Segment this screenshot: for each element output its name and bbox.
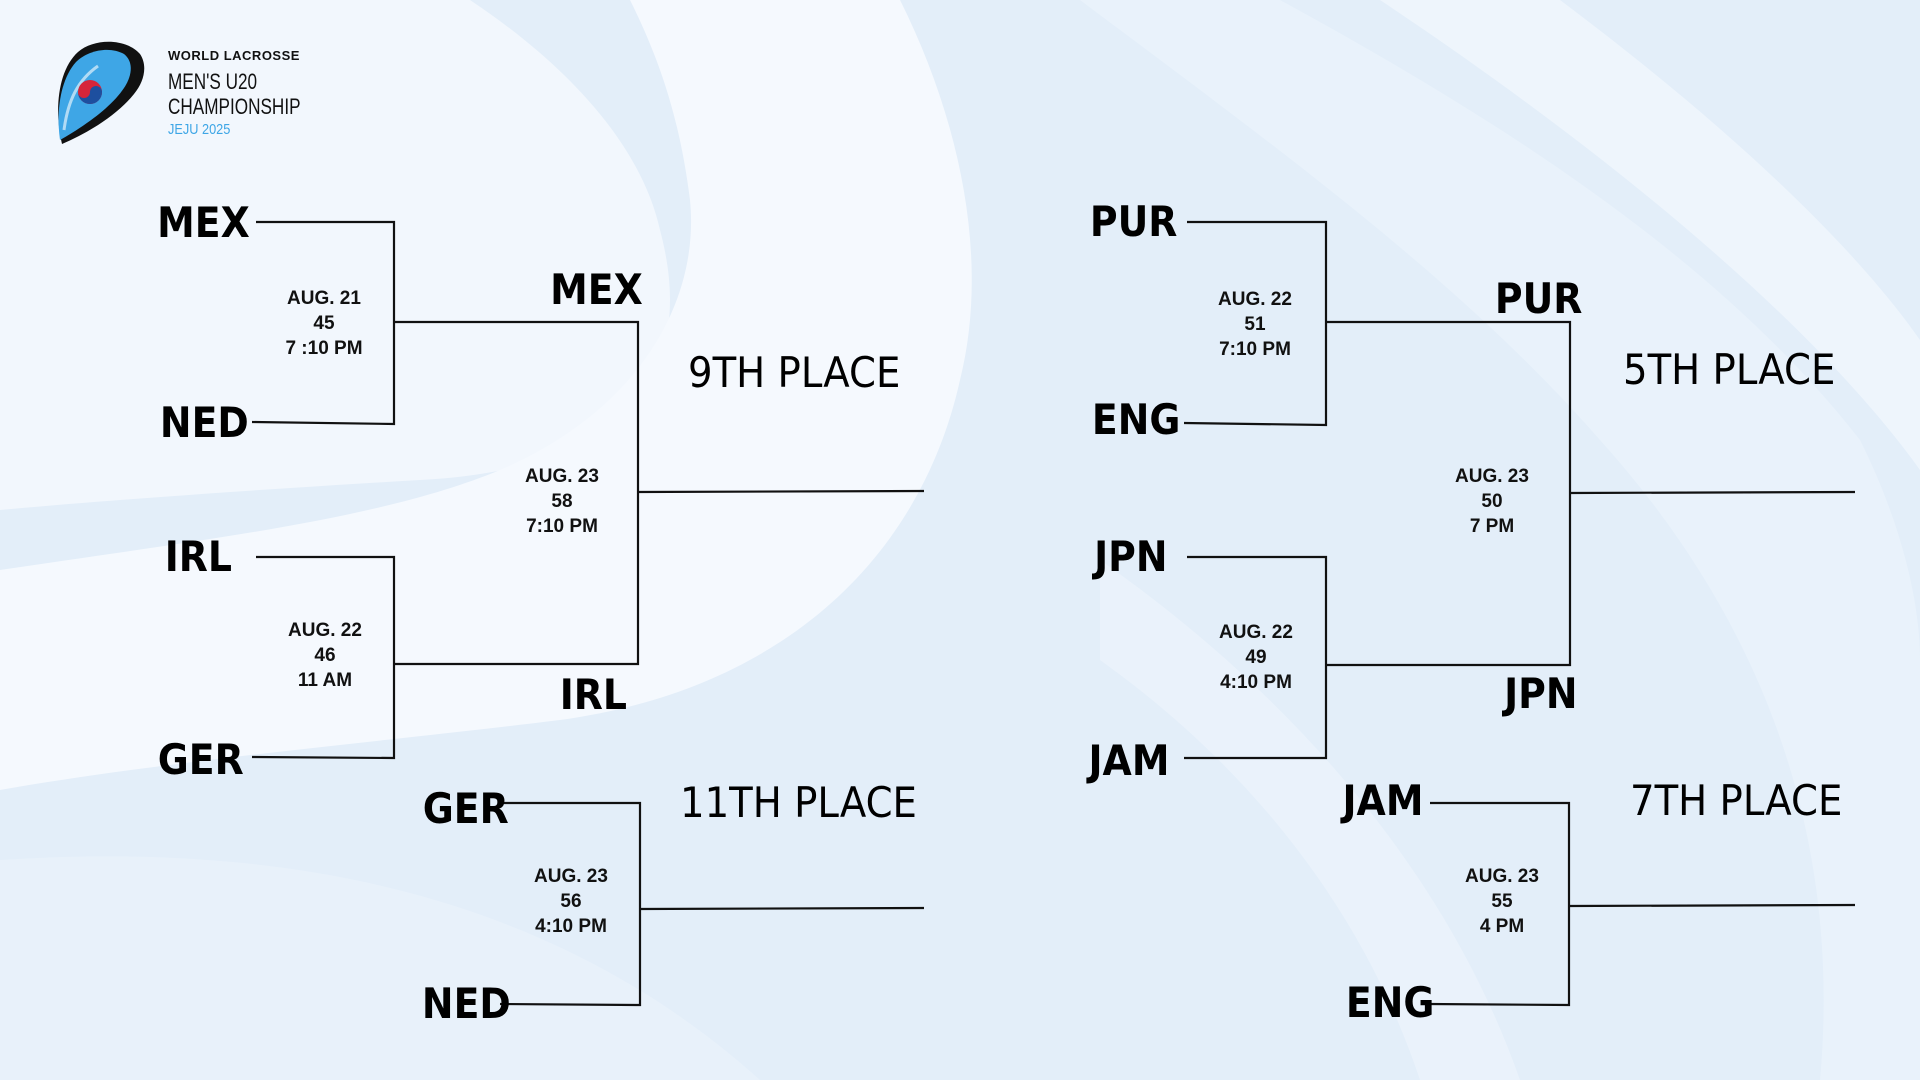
team-irl-advancing: IRL bbox=[559, 670, 627, 719]
game-50-number: 50 bbox=[1481, 491, 1503, 512]
team-jpn-advancing: JPN bbox=[1504, 669, 1578, 718]
game-45-time: 7 :10 PM bbox=[285, 338, 363, 359]
bracket-line-final-5 bbox=[1569, 490, 1856, 495]
team-ger-11th: GER bbox=[422, 784, 509, 833]
place-5th: 5TH PLACE bbox=[1623, 345, 1836, 394]
game-49-info: AUG. 22 49 4:10 PM bbox=[1186, 620, 1326, 695]
team-irl: IRL bbox=[164, 532, 232, 581]
game-45-date: AUG. 21 bbox=[287, 288, 361, 309]
bracket-line-final-9 bbox=[637, 489, 925, 494]
game-55-date: AUG. 23 bbox=[1465, 866, 1539, 887]
team-mex: MEX bbox=[157, 198, 250, 247]
game-45-number: 45 bbox=[313, 313, 335, 334]
game-46-info: AUG. 22 46 11 AM bbox=[255, 618, 395, 693]
team-jam-7th: JAM bbox=[1342, 776, 1424, 825]
game-55-time: 4 PM bbox=[1479, 916, 1525, 937]
championship-logo bbox=[58, 41, 145, 145]
logo-org: WORLD LACROSSE bbox=[168, 48, 300, 63]
logo-line2: CHAMPIONSHIP bbox=[168, 94, 301, 119]
game-50-date: AUG. 23 bbox=[1455, 466, 1529, 487]
game-46-date: AUG. 22 bbox=[288, 620, 362, 641]
team-pur-advancing: PUR bbox=[1494, 274, 1583, 323]
game-56-info: AUG. 23 56 4:10 PM bbox=[501, 864, 641, 939]
game-51-date: AUG. 22 bbox=[1218, 289, 1292, 310]
game-51-time: 7:10 PM bbox=[1219, 339, 1291, 360]
team-jam: JAM bbox=[1088, 736, 1170, 785]
game-55-info: AUG. 23 55 4 PM bbox=[1432, 864, 1572, 939]
bracket-line-11th bbox=[499, 801, 642, 1007]
team-pur: PUR bbox=[1089, 197, 1178, 246]
game-58-date: AUG. 23 bbox=[525, 466, 599, 487]
logo-wordmark: WORLD LACROSSE MEN'S U20 CHAMPIONSHIP JE… bbox=[168, 48, 338, 138]
team-eng: ENG bbox=[1091, 395, 1181, 444]
team-ned: NED bbox=[159, 398, 249, 447]
team-eng-7th: ENG bbox=[1345, 978, 1435, 1027]
game-49-time: 4:10 PM bbox=[1220, 672, 1292, 693]
bracket-line-7th bbox=[1427, 801, 1571, 1007]
game-58-time: 7:10 PM bbox=[526, 516, 598, 537]
game-58-info: AUG. 23 58 7:10 PM bbox=[492, 464, 632, 539]
game-55-number: 55 bbox=[1491, 891, 1513, 912]
bracket-line-final-11 bbox=[639, 906, 925, 911]
team-ned-11th: NED bbox=[421, 979, 511, 1028]
game-56-date: AUG. 23 bbox=[534, 866, 608, 887]
game-50-info: AUG. 23 50 7 PM bbox=[1422, 464, 1562, 539]
place-11th: 11TH PLACE bbox=[680, 778, 917, 827]
place-9th: 9TH PLACE bbox=[688, 348, 901, 397]
place-7th: 7TH PLACE bbox=[1630, 776, 1843, 825]
team-ger: GER bbox=[157, 735, 244, 784]
game-46-time: 11 AM bbox=[297, 670, 353, 691]
game-49-date: AUG. 22 bbox=[1219, 622, 1293, 643]
game-50-time: 7 PM bbox=[1469, 516, 1515, 537]
bracket-line-pur-eng bbox=[1183, 220, 1328, 427]
game-58-number: 58 bbox=[551, 491, 573, 512]
bracket-line-semi-left-9 bbox=[394, 320, 640, 666]
bracket-line-irl-ger bbox=[251, 555, 396, 760]
game-51-number: 51 bbox=[1244, 314, 1266, 335]
bracket-line-semi-5 bbox=[1326, 320, 1572, 667]
game-51-info: AUG. 22 51 7:10 PM bbox=[1185, 287, 1325, 362]
game-56-time: 4:10 PM bbox=[535, 916, 607, 937]
team-jpn: JPN bbox=[1094, 532, 1168, 581]
game-49-number: 49 bbox=[1245, 647, 1267, 668]
game-56-number: 56 bbox=[560, 891, 582, 912]
game-46-number: 46 bbox=[314, 645, 336, 666]
game-45-info: AUG. 21 45 7 :10 PM bbox=[254, 286, 394, 361]
logo-line3: JEJU 2025 bbox=[168, 121, 231, 138]
bracket-line-jpn-jam bbox=[1184, 555, 1328, 760]
team-mex-advancing: MEX bbox=[550, 265, 643, 314]
logo-line1: MEN'S U20 bbox=[168, 69, 258, 94]
bracket-line-final-7 bbox=[1568, 903, 1856, 908]
